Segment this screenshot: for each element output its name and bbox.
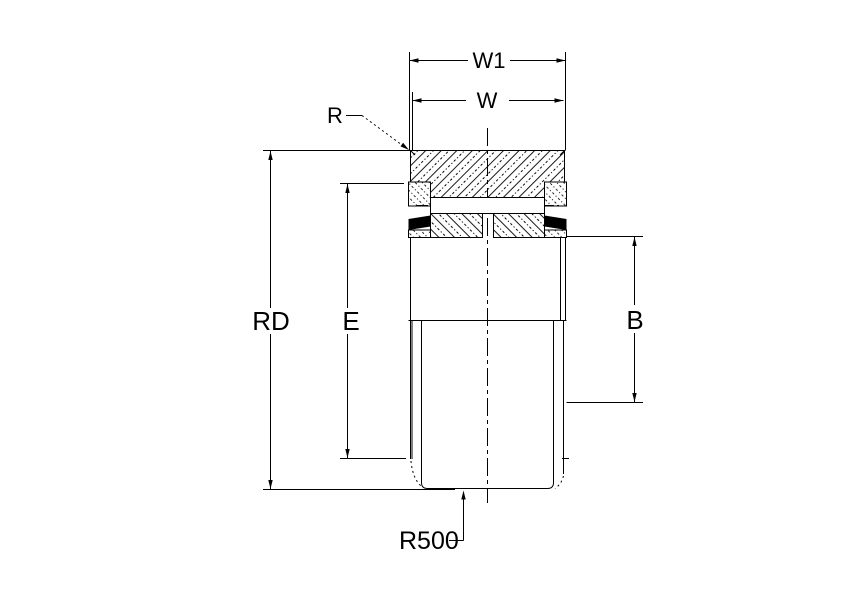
corner-arc-left-dotted <box>410 460 422 487</box>
outer-ring-hatch <box>410 150 565 198</box>
side-plate-left-upper <box>408 181 431 207</box>
seals <box>408 215 567 230</box>
arrowhead <box>409 58 419 63</box>
dim-label-b: B <box>626 305 643 335</box>
leader-r: R <box>327 103 409 150</box>
arrowhead <box>400 142 409 150</box>
od-profile-view <box>410 320 569 489</box>
dim-rd: RD <box>252 150 455 490</box>
side-plates <box>408 181 567 238</box>
arrowhead <box>632 237 637 246</box>
leader-r500: R500 <box>399 490 466 555</box>
dim-label-r: R <box>327 103 343 128</box>
dim-label-r500: R500 <box>399 527 459 555</box>
dim-e: E <box>340 183 406 459</box>
seal-left <box>408 215 431 230</box>
side-plate-right-lower <box>544 229 567 238</box>
arrowhead <box>345 449 350 458</box>
corner-arc-right-dotted <box>554 475 564 489</box>
dim-label-rd: RD <box>252 306 290 336</box>
needle-roller <box>430 197 545 214</box>
arrowhead <box>345 184 350 193</box>
od-silhouette-left-inner <box>421 320 428 489</box>
dim-label-w: W <box>477 88 498 113</box>
arrowhead <box>632 393 637 402</box>
arrowhead <box>554 98 564 103</box>
corner-chamfer-left <box>410 150 416 156</box>
arrowhead <box>268 151 273 160</box>
seal-right <box>544 215 567 230</box>
corner-chamfer-right <box>559 150 565 156</box>
roller-body <box>430 197 545 214</box>
r-leader-dotted <box>361 115 405 147</box>
dim-w1: W1 <box>409 48 566 151</box>
inner-ring-left <box>430 213 483 238</box>
dim-w: W <box>412 88 564 151</box>
dim-label-w1: W1 <box>473 48 506 73</box>
od-silhouette-right-inner <box>547 320 554 489</box>
outer-ring-section <box>410 150 565 198</box>
arrowhead <box>412 98 422 103</box>
arrowhead <box>556 58 566 63</box>
inner-ring-section <box>430 213 545 238</box>
side-plate-left-lower <box>408 229 431 238</box>
section-outline <box>408 150 567 238</box>
inner-ring-right <box>493 213 545 238</box>
dim-b: B <box>566 236 644 403</box>
side-plate-right-upper <box>544 181 567 207</box>
arrowhead <box>268 480 273 489</box>
bore-region <box>408 237 567 321</box>
arrowhead <box>461 490 466 500</box>
dim-label-e: E <box>342 306 359 336</box>
